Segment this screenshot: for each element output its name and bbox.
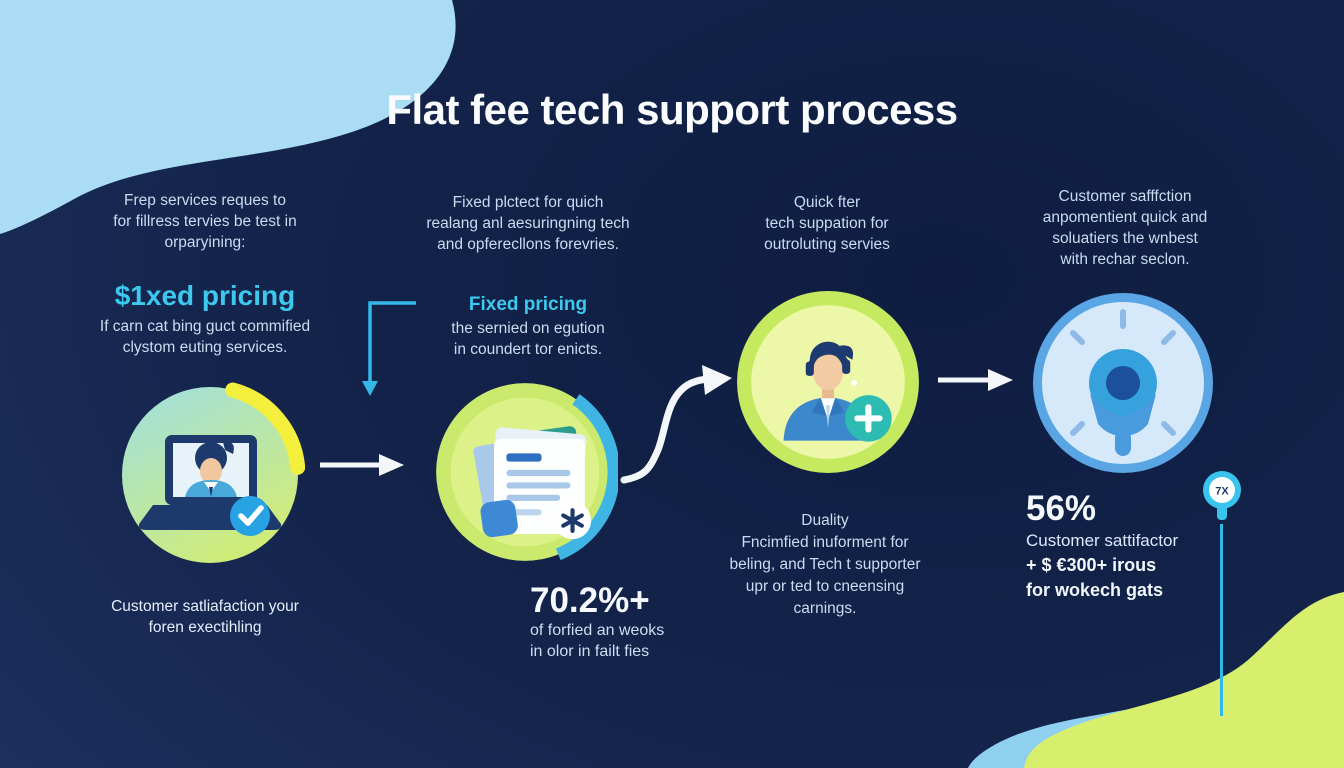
text-line: Frep services reques to	[124, 192, 286, 209]
step1-subtext: If carn cat bing guct commified clystom …	[48, 316, 362, 358]
text-line: with rechar seclon.	[1060, 251, 1190, 268]
right-arrow-1	[320, 454, 404, 476]
right-arrow-2	[938, 369, 1013, 391]
text-line: soluatiers the wnbest	[1052, 230, 1198, 247]
percent-pin-icon: 7X	[1198, 470, 1246, 528]
pin-drop-line	[1220, 524, 1223, 716]
text-line: and opferecllons forevries.	[437, 236, 619, 253]
text-line: for fillress tervies be test in	[113, 213, 297, 230]
text-line: Quick fter	[793, 194, 861, 211]
text-line: upr or ted to cneensing	[745, 578, 905, 595]
step1-heading: $1xed pricing	[114, 280, 296, 311]
text-line: + $ €300+ irous	[1026, 555, 1157, 575]
step2-heading: Fixed pricing	[468, 294, 588, 315]
elbow-down-arrow	[362, 301, 416, 396]
text-line: orparyining:	[164, 234, 246, 251]
text-line: Customer sattifactor	[1026, 531, 1179, 550]
stat-value: 56%	[1026, 489, 1097, 528]
video-call-check-icon	[115, 380, 305, 570]
text-line: Customer satliafaction your	[111, 598, 299, 615]
gauge-insight-icon	[1030, 290, 1216, 476]
step4-intro: Customer safffction anpomentient quick a…	[1000, 186, 1250, 270]
page-title: Flat fee tech support process	[386, 86, 958, 133]
step1-caption: Customer satliafaction your foren execti…	[50, 596, 360, 638]
step3-intro: Quick fter tech suppation for outrolutin…	[707, 192, 947, 255]
text-line: If carn cat bing guct commified	[99, 318, 311, 335]
text-line: tech suppation for	[765, 215, 889, 232]
text-line: Duality	[801, 512, 849, 529]
text-line: Fixed plctect for quich	[452, 194, 604, 211]
top-left-sky-blob	[0, 0, 456, 234]
step2-subtext: the sernied on egution in coundert tor e…	[398, 318, 658, 360]
documents-icon	[432, 379, 618, 565]
text-line: for wokech gats	[1026, 580, 1164, 600]
text-line: beling, and Tech t supporter	[729, 556, 921, 573]
step4-stat: 56% Customer sattifactor + $ €300+ irous…	[1026, 490, 1178, 603]
text-line: Customer safffction	[1058, 188, 1192, 205]
text-line: of forfied an weoks	[530, 622, 665, 639]
step1-intro: Frep services reques to for fillress ter…	[60, 190, 350, 253]
text-line: clystom euting services.	[122, 339, 288, 356]
pin-label: 7X	[1215, 486, 1229, 498]
support-agent-plus-icon	[733, 287, 923, 477]
text-line: outroluting servies	[764, 236, 890, 253]
text-line: in olor in failt fies	[530, 643, 650, 660]
step2-intro: Fixed plctect for quich realang anl aesu…	[398, 192, 658, 255]
step2-stat: 70.2%+ of forfied an weoks in olor in fa…	[530, 582, 664, 662]
text-line: realang anl aesuringning tech	[426, 215, 630, 232]
bottom-right-lime-blob	[1024, 592, 1344, 768]
text-line: carnings.	[793, 600, 857, 617]
text-line: the sernied on egution	[451, 320, 605, 337]
stat-value: 70.2%+	[530, 581, 650, 620]
text-line: foren exectihling	[148, 619, 262, 636]
s-curve-arrow	[620, 365, 732, 484]
text-line: in coundert tor enicts.	[453, 341, 603, 358]
text-line: anpomentient quick and	[1042, 209, 1208, 226]
text-line: Fncimfied inuforment for	[741, 534, 909, 551]
step3-caption: Duality Fncimfied inuforment for beling,…	[698, 510, 952, 620]
